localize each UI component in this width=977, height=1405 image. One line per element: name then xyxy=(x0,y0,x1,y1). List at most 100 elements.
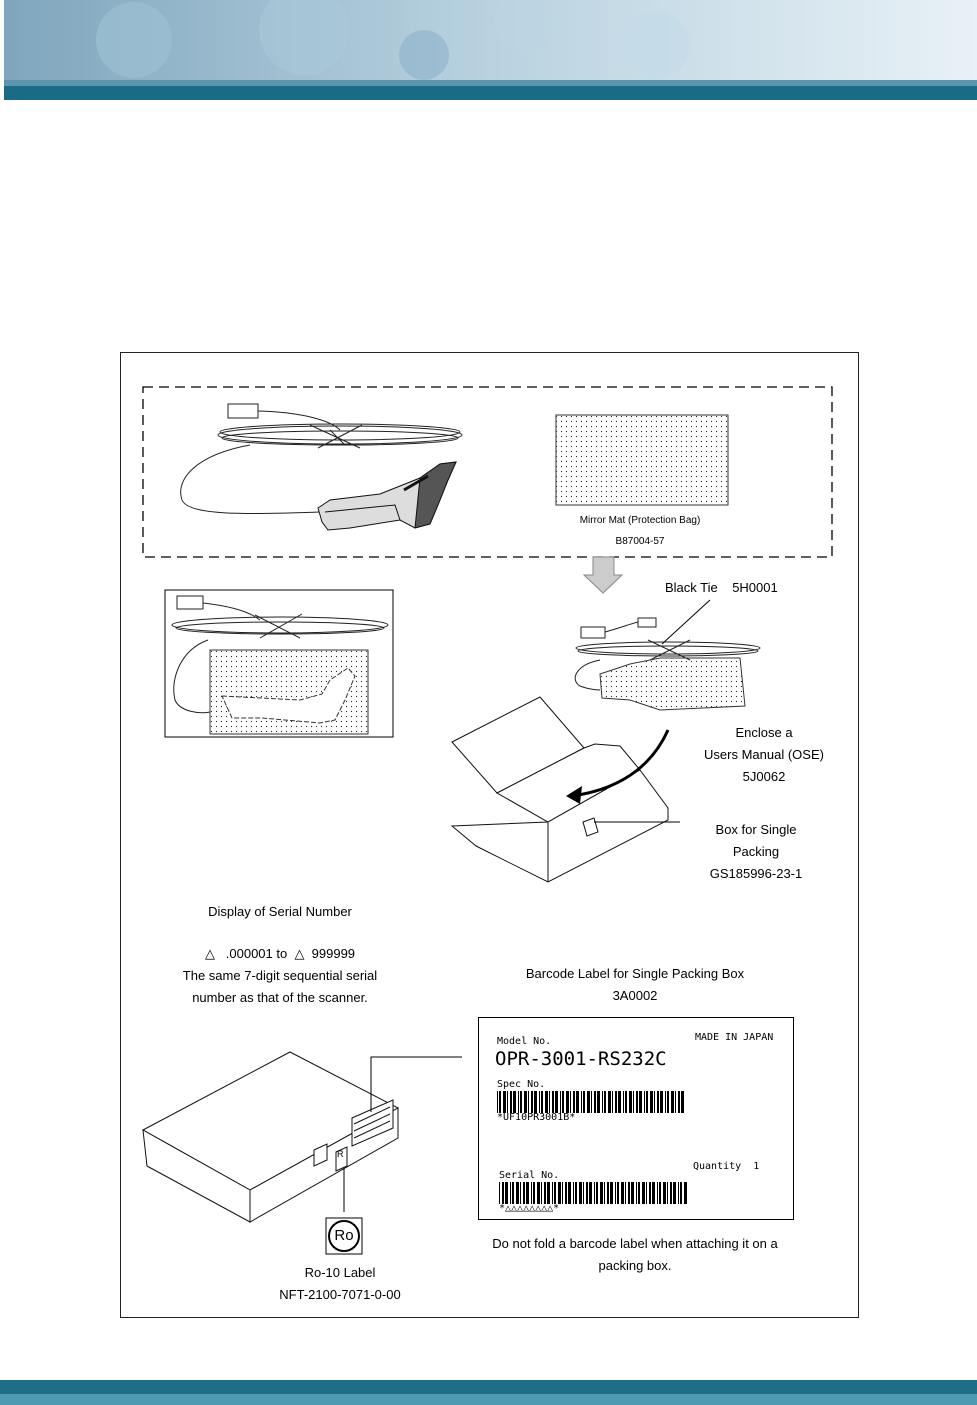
barcode-bar xyxy=(510,1182,511,1204)
model-caption: Model No. xyxy=(497,1036,552,1047)
label-leader xyxy=(370,1056,462,1112)
ro-label1: Ro-10 Label xyxy=(304,1265,376,1280)
box-small-mark: R xyxy=(337,1149,344,1159)
barcode-bar xyxy=(673,1182,676,1204)
barcode-bar xyxy=(541,1091,543,1113)
box-line2: Packing xyxy=(732,844,780,859)
barcode-title2: 3A0002 xyxy=(612,988,658,1003)
barcode-bar xyxy=(657,1182,658,1204)
barcode-bar xyxy=(680,1182,682,1204)
barcode-bar xyxy=(659,1182,661,1204)
barcode-bar xyxy=(612,1091,613,1113)
quantity-label: Quantity 1 xyxy=(693,1161,760,1172)
enclose-line3: 5J0062 xyxy=(742,769,786,784)
barcode-bar xyxy=(623,1091,624,1113)
barcode-bar xyxy=(573,1091,575,1113)
barcode-bar xyxy=(528,1091,529,1113)
down-arrow-icon xyxy=(582,556,624,594)
barcode-bar xyxy=(579,1182,582,1204)
barcode-bar xyxy=(520,1182,521,1204)
box-icon xyxy=(450,696,669,883)
barcode-bar xyxy=(591,1091,592,1113)
barcode-bar xyxy=(617,1182,619,1204)
barcode-bar xyxy=(549,1091,550,1113)
barcode-bar xyxy=(566,1091,569,1113)
barcode-bar xyxy=(610,1182,613,1204)
barcode-bar xyxy=(552,1091,554,1113)
barcode-bar xyxy=(633,1091,634,1113)
box-line3: GS185996-23-1 xyxy=(709,866,803,881)
barcode-bar xyxy=(646,1182,647,1204)
serial-caption: Serial No. xyxy=(499,1170,560,1181)
barcode-bar xyxy=(638,1182,640,1204)
scanner-icon xyxy=(317,461,457,531)
barcode-bar xyxy=(497,1091,498,1113)
mirror-mat-label: Mirror Mat (Protection Bag) xyxy=(579,515,701,526)
barcode-bar xyxy=(608,1091,611,1113)
barcode-bar xyxy=(597,1091,600,1113)
barcode-bar xyxy=(499,1182,500,1204)
barcode-bar xyxy=(565,1182,567,1204)
barcode-bar xyxy=(586,1182,588,1204)
serial-range: △ .000001 to △ 999999 xyxy=(204,946,356,961)
barcode-bar xyxy=(568,1182,571,1204)
barcode-bar xyxy=(615,1182,616,1204)
barcode-bar xyxy=(554,1182,556,1204)
barcode-bar xyxy=(621,1182,624,1204)
barcode-bar xyxy=(502,1182,504,1204)
barcode-bar xyxy=(562,1091,564,1113)
barcode-bar xyxy=(667,1091,669,1113)
barcode-bar xyxy=(629,1091,632,1113)
barcode-bar xyxy=(520,1091,522,1113)
spec-caption: Spec No. xyxy=(497,1079,546,1090)
barcode-bar xyxy=(558,1182,561,1204)
figure-frame xyxy=(120,352,859,1318)
barcode-bar xyxy=(675,1091,676,1113)
barcode-bar xyxy=(589,1182,592,1204)
serial-value: *△△△△△△△△* xyxy=(499,1203,560,1214)
ro-symbol-box xyxy=(325,1217,363,1255)
barcode-bar xyxy=(583,1091,585,1113)
protection-bag-icon xyxy=(555,414,729,506)
barcode-bar xyxy=(518,1091,519,1113)
header-banner xyxy=(4,0,977,100)
barcode-bar xyxy=(681,1091,684,1113)
barcode-bar xyxy=(594,1091,596,1113)
barcode-bar xyxy=(534,1091,537,1113)
barcode-bar xyxy=(541,1182,542,1204)
barcode-bar xyxy=(537,1182,540,1204)
barcode-bar xyxy=(531,1182,532,1204)
barcode-bar xyxy=(600,1182,603,1204)
barcode-bar xyxy=(639,1091,642,1113)
barcode-bar xyxy=(505,1182,508,1204)
barcode-label: Model No. MADE IN JAPAN OPR-3001-RS232C … xyxy=(478,1017,794,1220)
serial-title: Display of Serial Number xyxy=(208,904,352,919)
mirror-mat-code: B87004-57 xyxy=(615,536,665,547)
made-in-label: MADE IN JAPAN xyxy=(695,1032,774,1043)
ro-symbol: Ro xyxy=(334,1227,354,1244)
barcode-bar xyxy=(646,1091,648,1113)
black-tie-label: Black Tie 5H0001 xyxy=(665,580,778,595)
barcode-bar xyxy=(573,1182,574,1204)
barcode-bar xyxy=(533,1182,535,1204)
fold-note2: packing box. xyxy=(598,1258,672,1273)
barcode-bar xyxy=(636,1182,637,1204)
serial-barcode xyxy=(499,1182,687,1204)
shipping-box-icon xyxy=(141,1051,400,1223)
barcode-bar xyxy=(618,1091,621,1113)
barcode-bar xyxy=(512,1182,514,1204)
barcode-bar xyxy=(670,1182,672,1204)
barcode-bar xyxy=(547,1182,550,1204)
barcode-bar xyxy=(625,1091,627,1113)
black-tie-leader xyxy=(661,599,711,645)
barcode-bar xyxy=(652,1182,655,1204)
barcode-bar xyxy=(602,1091,603,1113)
barcode-bar xyxy=(555,1091,558,1113)
barcode-bar xyxy=(604,1091,606,1113)
barcode-bar xyxy=(510,1091,512,1113)
barcode-bar xyxy=(649,1182,651,1204)
barcode-bar xyxy=(615,1091,617,1113)
barcode-bar xyxy=(587,1091,590,1113)
spec-value: *UF10PR3001B* xyxy=(497,1112,576,1123)
